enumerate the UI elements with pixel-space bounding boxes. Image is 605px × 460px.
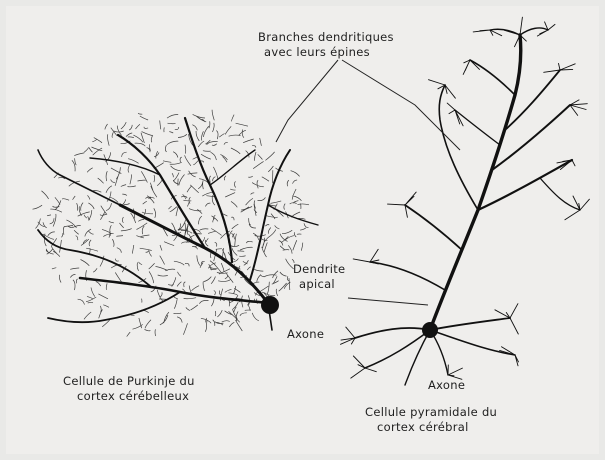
label-dendrite-apical: Dendrite apical — [293, 262, 345, 292]
label-cellule-pyramidale: Cellule pyramidale du cortex cérébral — [365, 405, 497, 435]
pyramidal-soma — [422, 322, 438, 338]
label-axone-purkinje: Axone — [287, 327, 324, 342]
label-cellule-purkinje: Cellule de Purkinje du cortex cérébelleu… — [63, 374, 195, 404]
purkinje-cell — [33, 110, 319, 337]
pyramidal-cell — [341, 17, 590, 385]
purkinje-main-branches — [38, 118, 318, 330]
label-branches-dendritiques: Branches dendritiques avec leurs épines — [258, 30, 394, 60]
purkinje-soma — [261, 296, 279, 314]
pyramidal-apical-trunk — [430, 35, 521, 330]
label-axone-pyramidal: Axone — [428, 378, 465, 393]
